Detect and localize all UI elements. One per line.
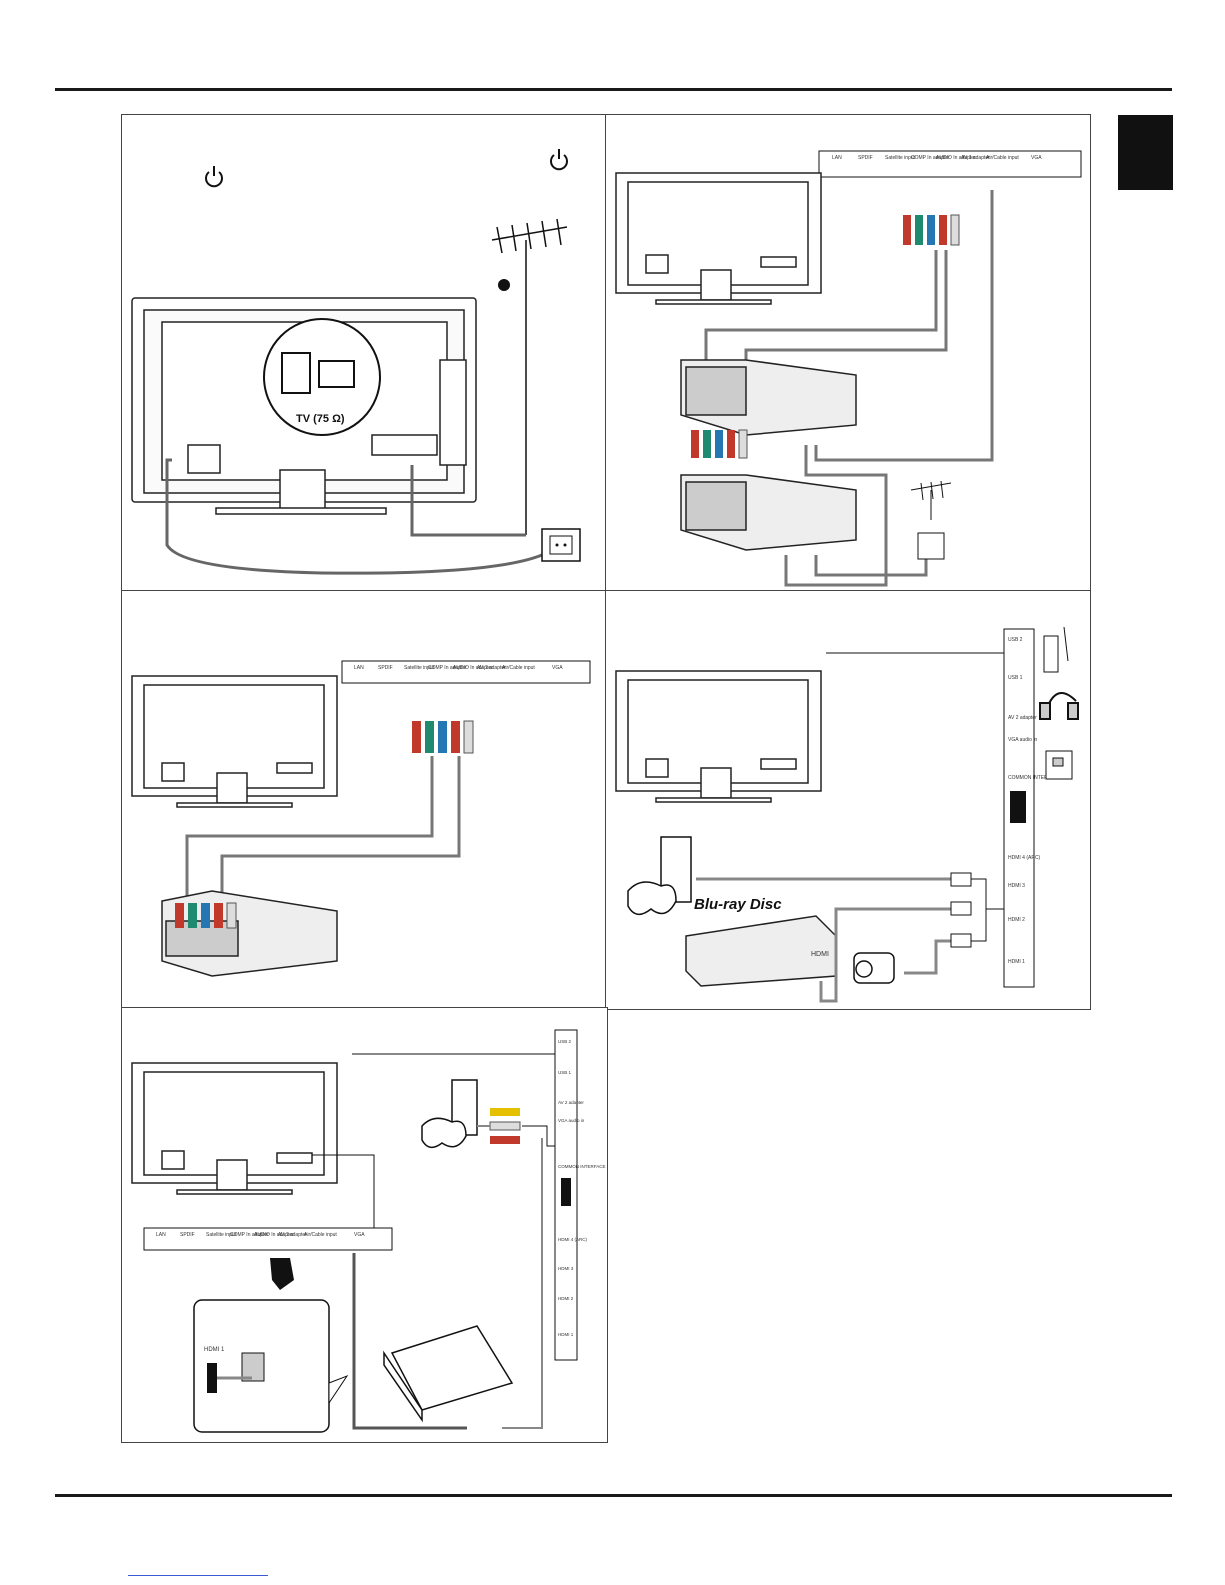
panel-hdmi-devices: USB 2 USB 1 AV 2 adapter VGA audio in CO… [605,590,1091,1010]
tv-back-small [615,670,822,803]
port-label-air: Air/Cable input [502,665,535,671]
chapter-tab [1118,115,1173,190]
port-label-spdif: SPDIF [858,155,873,161]
receiver-box-2 [680,474,857,551]
port-label-sat: Satellite input [885,155,916,161]
panel-pc-connection: USB 2 USB 1 AV 2 adapter VGA audio in CO… [121,1007,608,1443]
rear-port-strip [341,660,591,684]
port-label-comp: COMP In adapter [911,155,950,161]
hdmi-zoom-callout [193,1299,349,1433]
header-rule [55,88,1172,91]
port-label-lan: LAN [832,155,842,161]
game-console-icon [421,1079,478,1149]
side-label-hdmi2: HDMI 2 [1008,917,1025,923]
port-label-sat: Satellite input [206,1232,237,1238]
ci-slot [1010,791,1026,823]
antenna-mount-dot [498,279,510,291]
port-label-comp: COMP In adapter [230,1232,269,1238]
usb-wifi-dongle-icon [1043,626,1069,673]
port-label-vga: VGA [1031,155,1042,161]
side-label-usb1: USB 1 [558,1070,572,1075]
tv-back-small [615,172,822,305]
ci-card-icon [1045,750,1073,780]
rear-port-strip [143,1227,393,1251]
bluray-logo: Blu-ray Disc [694,896,782,913]
tv-back-small [131,1062,338,1195]
side-label-hdmi4: HDMI 4 (ARC) [1008,855,1041,861]
port-label-air: Air/Cable input [986,155,1019,161]
tv-back-small [131,675,338,808]
footer-link[interactable] [128,1575,268,1576]
port-label-sat: Satellite input [404,665,435,671]
rca-plugs-top [412,720,474,754]
camcorder-icon [853,952,895,984]
port-label-audio: AUDIO In adapter [936,155,976,161]
antenna-wall-jack [917,532,945,560]
port-label-lan: LAN [354,665,364,671]
side-label-hdmi3: HDMI 3 [558,1266,574,1271]
port-label-audio: AUDIO In adapter [254,1232,294,1238]
hdmi-port-label: HDMI 1 [204,1347,225,1353]
side-label-hdmi1: HDMI 1 [558,1332,574,1337]
antenna-icon [491,218,568,535]
port-label-vga: VGA [354,1232,365,1238]
antenna-cable [410,465,526,537]
side-label-hdmi2: HDMI 2 [558,1296,574,1301]
wall-socket [541,528,581,562]
port-label-comp: COMP In adapter [428,665,467,671]
side-label-vga-audio: VGA audio in [1008,737,1037,743]
side-label-hdmi1: HDMI 1 [1008,959,1025,965]
antenna-icon-small [910,480,952,520]
port-label-lan: LAN [156,1232,166,1238]
rear-port-strip [818,150,1082,178]
side-label-vga-audio: VGA audio in [558,1118,585,1123]
panel-component-receivers: LAN SPDIF Satellite input COMP In adapte… [605,114,1091,593]
rca-av-cables [489,1108,521,1144]
rca-plugs-mid [691,429,748,459]
side-label-usb2: USB 2 [1008,637,1023,643]
side-label-av2: AV 2 adapter [558,1100,584,1105]
side-label-ci: COMMON INTERFACE [1008,775,1061,781]
laptop-icon [383,1325,514,1423]
game-console-icon [627,836,692,915]
side-label-usb2: USB 2 [558,1039,572,1044]
side-label-hdmi3: HDMI 3 [1008,883,1025,889]
port-label-vga: VGA [552,665,563,671]
hdmi-label: HDMI [811,951,829,958]
receiver-box-1 [680,359,857,436]
port-label-audio: AUDIO In adapter [453,665,493,671]
headphones-icon [1039,692,1079,720]
port-label-spdif: SPDIF [180,1232,195,1238]
port-label-av1: AV 1 adapter [961,155,990,161]
port-label-air: Air/Cable input [304,1232,337,1238]
ci-slot [561,1178,571,1206]
side-label-usb1: USB 1 [1008,675,1023,681]
side-label-ci: COMMON INTERFACE [558,1164,606,1169]
rca-plugs-device [175,902,237,929]
scart-plug-icon [270,1258,294,1290]
rca-plugs-top [903,214,960,246]
power-cable [165,458,543,575]
side-label-av2: AV 2 adapter [1008,715,1037,721]
port-label-av1: AV 1 adapter [477,665,506,671]
port-label-av1: AV 1 adapter [278,1232,307,1238]
panel-antenna-power: TV (75 Ω) [121,114,608,593]
footer-rule [55,1494,1172,1497]
side-label-hdmi4: HDMI 4 (ARC) [558,1237,588,1242]
panel-component-device: LAN SPDIF Satellite input COMP In adapte… [121,590,608,1010]
port-label-spdif: SPDIF [378,665,393,671]
power-icon [550,149,568,171]
power-icon-2 [205,166,223,188]
antenna-port-label: TV (75 Ω) [296,413,345,425]
hdmi-plugs [950,872,972,948]
